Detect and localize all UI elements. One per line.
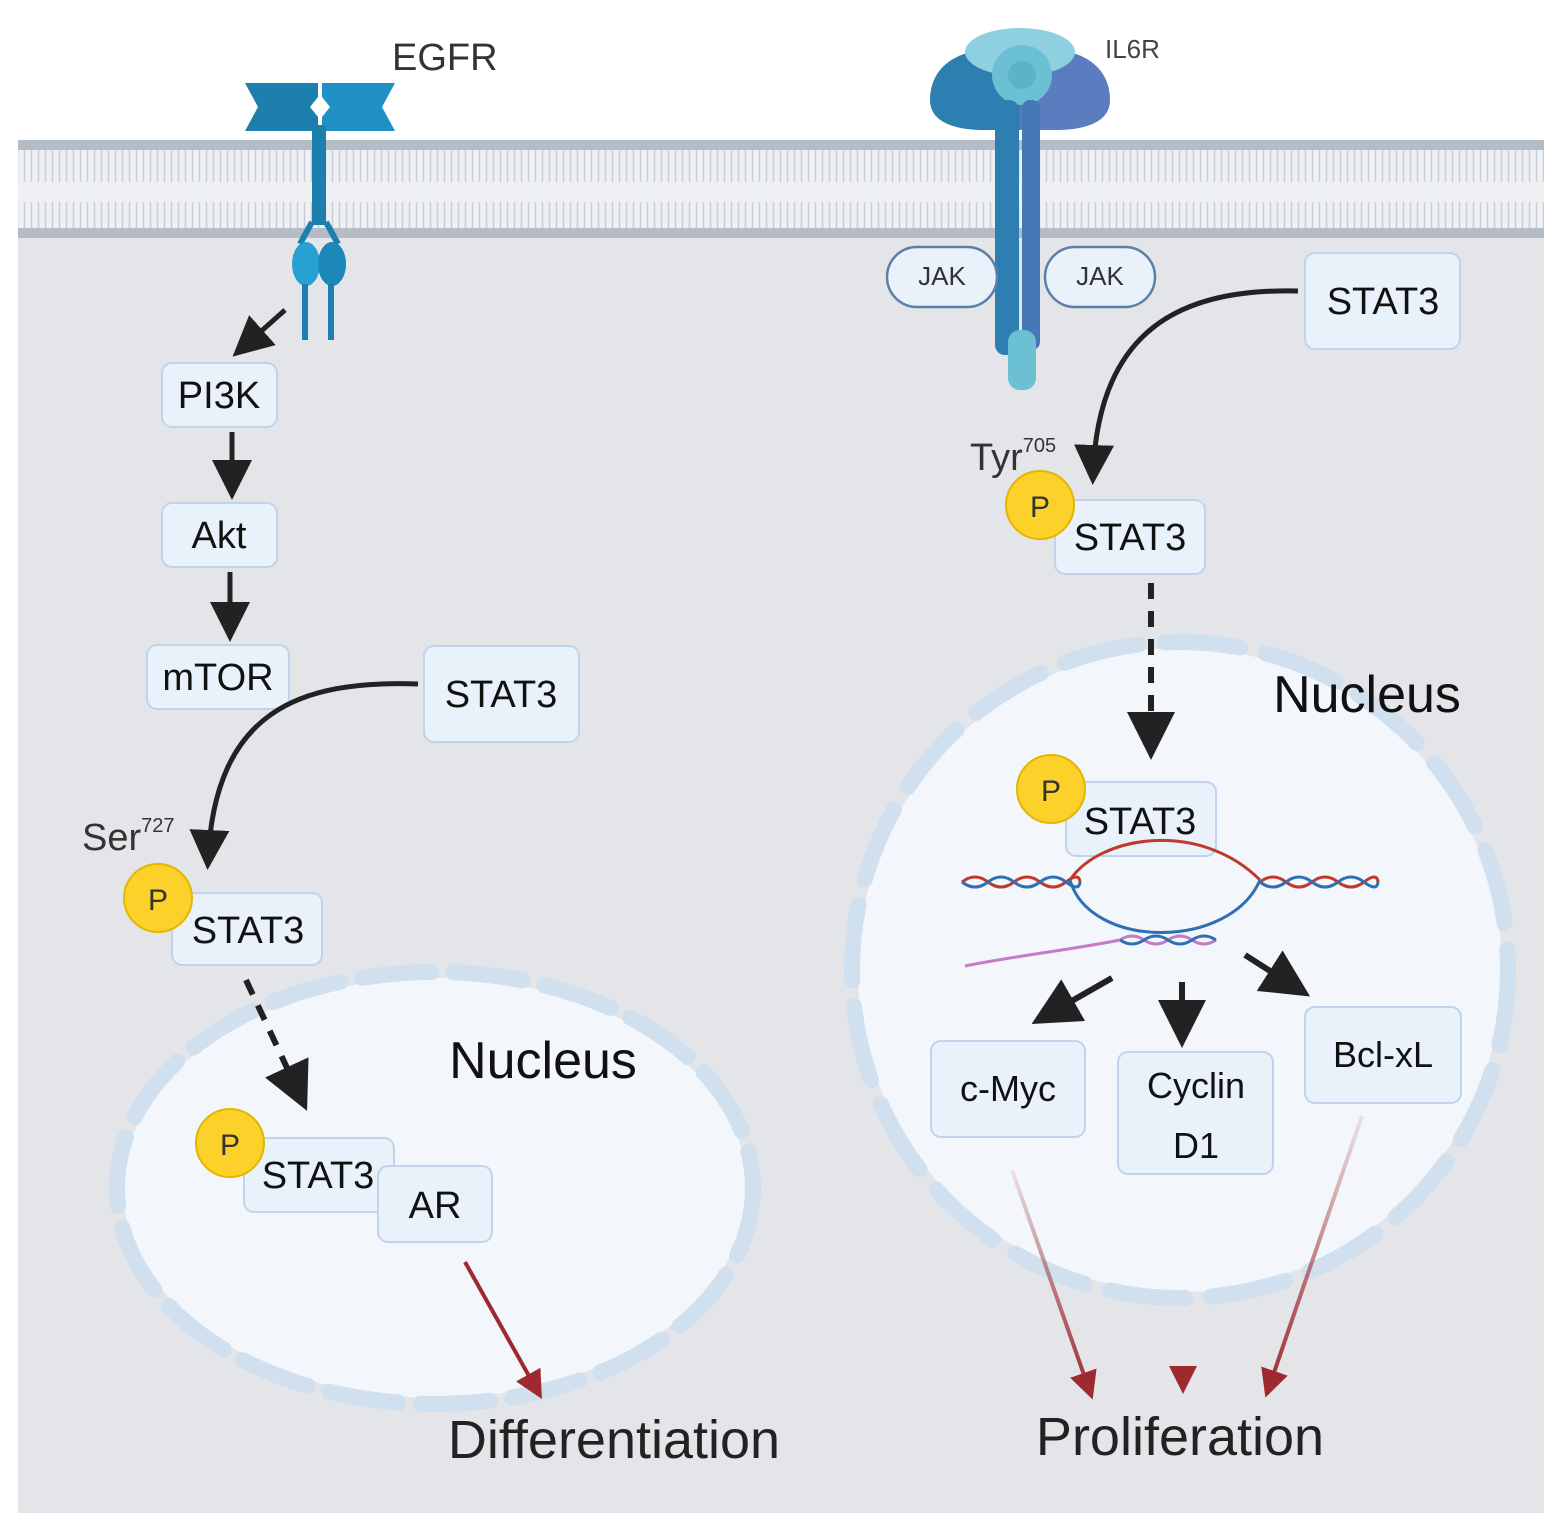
svg-text:JAK: JAK — [918, 261, 966, 291]
svg-text:Akt: Akt — [192, 515, 247, 557]
egfr-to-pi3k-arrow — [232, 308, 287, 357]
svg-text:JAK: JAK — [1076, 261, 1124, 291]
egfr-label: EGFR — [392, 37, 498, 79]
svg-text:Cyclin: Cyclin — [1147, 1065, 1245, 1106]
svg-text:STAT3: STAT3 — [445, 674, 558, 716]
jak-left: JAK — [885, 245, 999, 309]
svg-text:P: P — [1041, 775, 1061, 808]
left-phospho-badge: P — [123, 863, 193, 933]
left-pstat3-node: STAT3 — [171, 892, 323, 966]
to-cmyc-arrow — [1031, 975, 1114, 1024]
il6r-receptor — [930, 28, 1110, 390]
bclxl-node: Bcl-xL — [1304, 1006, 1462, 1104]
right-nucleus — [844, 634, 1516, 1306]
right-phosphorylation-arrow — [1074, 288, 1299, 485]
svg-text:P: P — [148, 884, 168, 917]
svg-text:Bcl-xL: Bcl-xL — [1333, 1034, 1433, 1075]
cmyc-node: c-Myc — [930, 1040, 1086, 1138]
right-nucleus-label: Nucleus — [1273, 666, 1461, 724]
left-translocation-arrow — [243, 978, 309, 1111]
svg-text:P: P — [1030, 491, 1050, 524]
egfr-receptor — [245, 83, 395, 340]
svg-text:STAT3: STAT3 — [1327, 281, 1440, 323]
right-nuclear-phospho-badge: P — [1016, 754, 1086, 824]
right-pstat3-node: STAT3 — [1054, 499, 1206, 575]
bclxl-to-proliferation-arrow — [1261, 1115, 1364, 1398]
cell-membrane — [18, 140, 1544, 238]
svg-text:STAT3: STAT3 — [1084, 801, 1197, 843]
pi3k-node: PI3K — [161, 362, 278, 428]
svg-text:D1: D1 — [1173, 1125, 1219, 1166]
left-phosphorylation-arrow — [189, 681, 419, 870]
svg-text:AR: AR — [409, 1185, 462, 1227]
mtor-node: mTOR — [146, 644, 290, 710]
svg-text:STAT3: STAT3 — [262, 1155, 375, 1197]
right-nuclear-stat3-node: STAT3 — [1065, 781, 1217, 857]
ar-node: AR — [377, 1165, 493, 1243]
il6r-label: IL6R — [1105, 34, 1160, 64]
tyr705-label: Tyr705 — [970, 435, 1056, 479]
ser727-label: Ser727 — [82, 815, 175, 859]
left-nuclear-stat3-node: STAT3 — [243, 1137, 395, 1213]
right-stat3-node: STAT3 — [1304, 252, 1461, 350]
ar-to-differentiation-arrow — [463, 1261, 542, 1399]
right-phospho-badge: P — [1005, 470, 1075, 540]
left-nucleus-label: Nucleus — [449, 1032, 637, 1090]
left-stat3-node: STAT3 — [423, 645, 580, 743]
svg-text:P: P — [220, 1129, 240, 1162]
differentiation-label: Differentiation — [448, 1410, 780, 1470]
proliferation-label: Proliferation — [1036, 1407, 1324, 1467]
to-bclxl-arrow — [1243, 950, 1311, 997]
svg-text:STAT3: STAT3 — [1074, 517, 1187, 559]
svg-text:c-Myc: c-Myc — [960, 1068, 1056, 1109]
svg-text:STAT3: STAT3 — [192, 910, 305, 952]
svg-text:PI3K: PI3K — [178, 375, 260, 417]
dna-transcription-bubble — [961, 839, 1380, 968]
cmyc-to-proliferation-arrow — [1010, 1169, 1097, 1400]
jak-right: JAK — [1043, 245, 1157, 309]
svg-text:mTOR: mTOR — [162, 657, 273, 699]
cyclin-d1-node: Cyclin D1 — [1117, 1051, 1274, 1175]
akt-node: Akt — [161, 502, 278, 568]
left-nuclear-phospho-badge: P — [195, 1108, 265, 1178]
